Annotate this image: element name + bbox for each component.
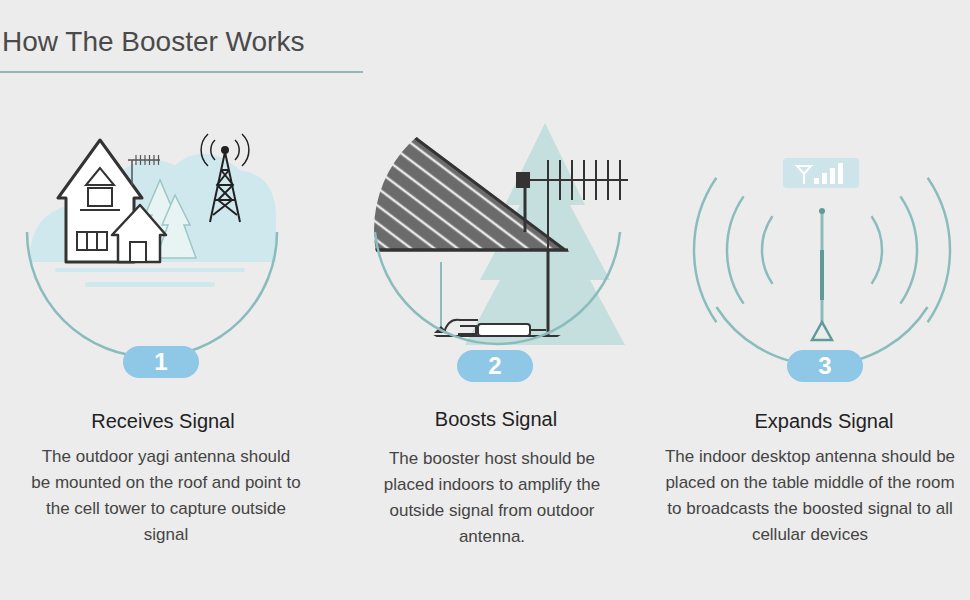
step-heading: Receives Signal [23,410,303,433]
step-number: 2 [488,352,501,380]
step-number: 3 [818,352,831,380]
title-rule [0,71,363,73]
house-scene [27,134,277,357]
roof-scene [360,90,628,345]
step-badge: 3 [787,350,863,382]
step-heading: Expands Signal [684,410,964,433]
step-badge: 2 [457,350,533,382]
step-description: The booster host should be placed indoor… [368,446,616,550]
page-title: How The Booster Works [2,26,304,58]
step-badge: 1 [123,346,199,378]
step-description: The indoor desktop antenna should be pla… [660,444,960,548]
step-number: 1 [154,348,167,376]
step-heading: Boosts Signal [356,408,636,431]
indoor-antenna-scene [694,158,950,365]
step-description: The outdoor yagi antenna should be mount… [30,444,302,548]
